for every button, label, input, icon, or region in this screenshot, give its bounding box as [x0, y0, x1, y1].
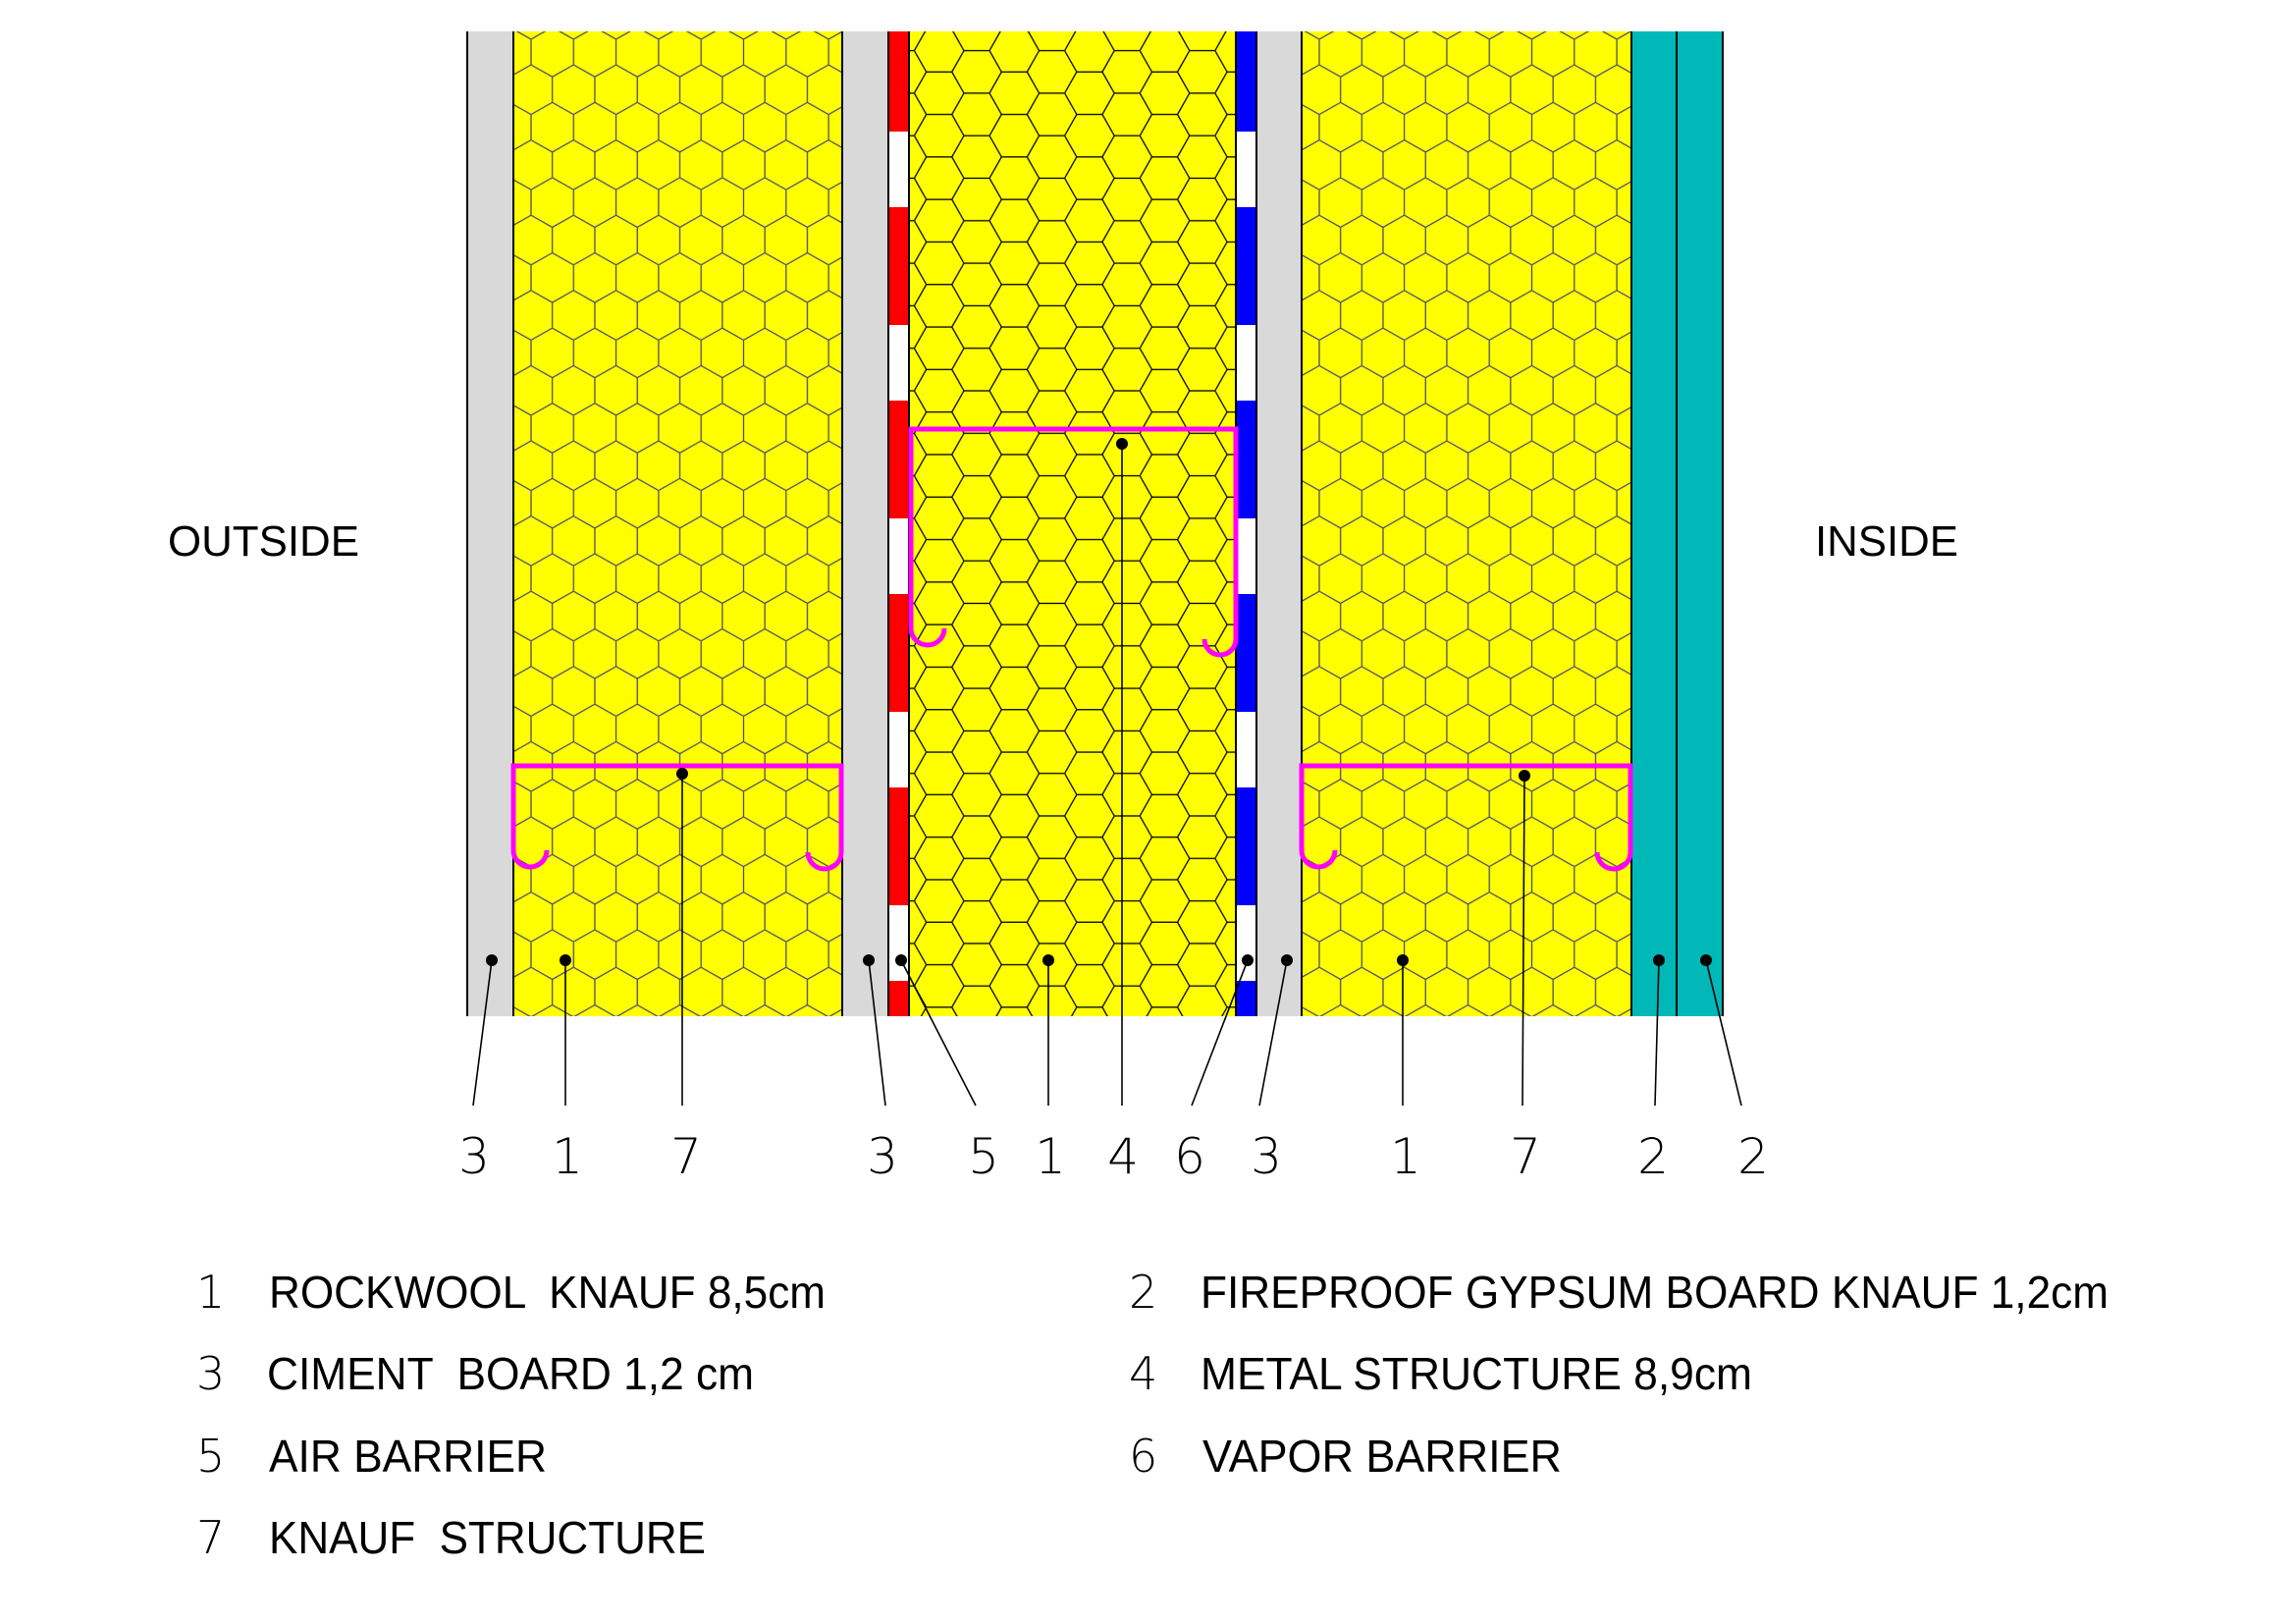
callout-number: 6	[1174, 1128, 1205, 1185]
legend-text: AIR BARRIER	[269, 1431, 547, 1482]
legend-item-air-barrier: 5 AIR BARRIER	[196, 1430, 547, 1483]
callout-number: 1	[552, 1128, 583, 1185]
legend-text: VAPOR BARRIER	[1202, 1431, 1562, 1482]
legend-number: 6	[1129, 1430, 1157, 1483]
legend-text: CIMENT BOARD 1,2 cm	[267, 1348, 754, 1399]
callout-numbers: 3 1 7 3 5 1 4 6 3 1 7 2 2	[458, 1128, 1769, 1185]
legend-item-knauf-structure: 7 KNAUF STRUCTURE	[196, 1511, 706, 1564]
callout-number: 4	[1107, 1128, 1139, 1185]
legend-item-gypsum-board: 2 FIREPROOF GYPSUM BOARD KNAUF 1,2cm	[1129, 1266, 2109, 1319]
rockwool-outer-hatch	[513, 31, 842, 1016]
legend-number: 5	[196, 1430, 225, 1483]
air-barrier	[888, 31, 909, 1016]
callout-number: 2	[1737, 1128, 1769, 1185]
legend-text: FIREPROOF GYPSUM BOARD KNAUF 1,2cm	[1201, 1267, 2109, 1318]
callout-number: 3	[1251, 1128, 1282, 1185]
inside-label: INSIDE	[1815, 517, 1958, 566]
legend-number: 3	[196, 1347, 225, 1400]
knauf-structure-inner	[1299, 763, 1633, 872]
callout-number: 7	[1510, 1128, 1541, 1185]
legend-item-vapor-barrier: 6 VAPOR BARRIER	[1129, 1430, 1562, 1483]
legend-text: KNAUF STRUCTURE	[269, 1512, 706, 1563]
gypsum-board-2	[1677, 31, 1723, 1016]
callout-number: 1	[1390, 1128, 1421, 1185]
callout-number: 3	[458, 1128, 490, 1185]
callout-number: 7	[670, 1128, 702, 1185]
callout-number: 5	[968, 1128, 999, 1185]
legend: 1 ROCKWOOL KNAUF 8,5cm 3 CIMENT BOARD 1,…	[196, 1266, 2109, 1564]
legend-item-ciment-board: 3 CIMENT BOARD 1,2 cm	[196, 1347, 754, 1400]
callout-number: 2	[1637, 1128, 1669, 1185]
legend-item-metal-structure: 4 METAL STRUCTURE 8,9cm	[1129, 1347, 1752, 1400]
legend-item-rockwool: 1 ROCKWOOL KNAUF 8,5cm	[196, 1266, 826, 1319]
callout-number: 1	[1035, 1128, 1066, 1185]
ciment-board-inner	[1256, 31, 1302, 1016]
legend-number: 7	[196, 1511, 225, 1564]
legend-text: ROCKWOOL KNAUF 8,5cm	[269, 1267, 826, 1318]
vapor-barrier	[1236, 31, 1256, 1016]
metal-structure	[908, 426, 1239, 658]
legend-number: 1	[196, 1266, 225, 1319]
legend-number: 4	[1129, 1347, 1157, 1400]
leader-dots	[486, 438, 1712, 966]
wall-layers	[467, 31, 1723, 1016]
gypsum-board-1	[1631, 31, 1677, 1016]
ciment-board-outer	[467, 31, 513, 1016]
outside-label: OUTSIDE	[168, 517, 359, 566]
leader-lines	[472, 444, 1742, 1107]
rockwool-middle-hatch	[909, 31, 1236, 1016]
ciment-board-middle	[842, 31, 888, 1016]
knauf-structure-outer	[510, 763, 844, 872]
legend-number: 2	[1129, 1266, 1157, 1319]
legend-text: METAL STRUCTURE 8,9cm	[1201, 1348, 1752, 1399]
rockwool-inner-hatch	[1302, 31, 1631, 1016]
callout-number: 3	[867, 1128, 898, 1185]
